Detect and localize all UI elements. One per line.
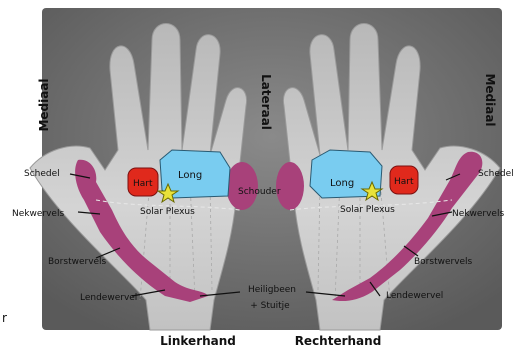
label-mediaal-right: Mediaal <box>483 73 497 126</box>
label-lateraal: Lateraal <box>259 74 273 130</box>
label-nekwervels-right: Nekwervels <box>452 209 504 219</box>
label-borstwervels-right: Borstwervels <box>414 257 473 267</box>
label-stuitje: + Stuitje <box>250 301 290 311</box>
label-linkerhand: Linkerhand <box>160 334 236 348</box>
label-heiligbeen: Heiligbeen <box>248 285 296 295</box>
label-hart-left: Hart <box>133 179 153 189</box>
label-hart-right: Hart <box>394 177 414 187</box>
label-solar-right: Solar Plexus <box>340 205 395 215</box>
label-mediaal-left: Mediaal <box>37 78 51 131</box>
label-borstwervels-left: Borstwervels <box>48 257 107 267</box>
label-lendewervel-right: Lendewervel <box>386 291 443 301</box>
shoulder-zone-left <box>226 162 258 210</box>
label-lendewervel-left: Lendewervel <box>80 293 137 303</box>
label-long-right: Long <box>330 178 354 189</box>
shoulder-zone-right <box>276 162 304 210</box>
label-schouder: Schouder <box>238 187 281 197</box>
label-nekwervels-left: Nekwervels <box>12 209 64 219</box>
label-rechterhand: Rechterhand <box>295 334 382 348</box>
label-schedel-right: Schedel <box>478 169 514 179</box>
label-schedel-left: Schedel <box>24 169 60 179</box>
label-solar-left: Solar Plexus <box>140 207 195 217</box>
edge-letter: r <box>2 311 7 325</box>
label-long-left: Long <box>178 170 202 181</box>
